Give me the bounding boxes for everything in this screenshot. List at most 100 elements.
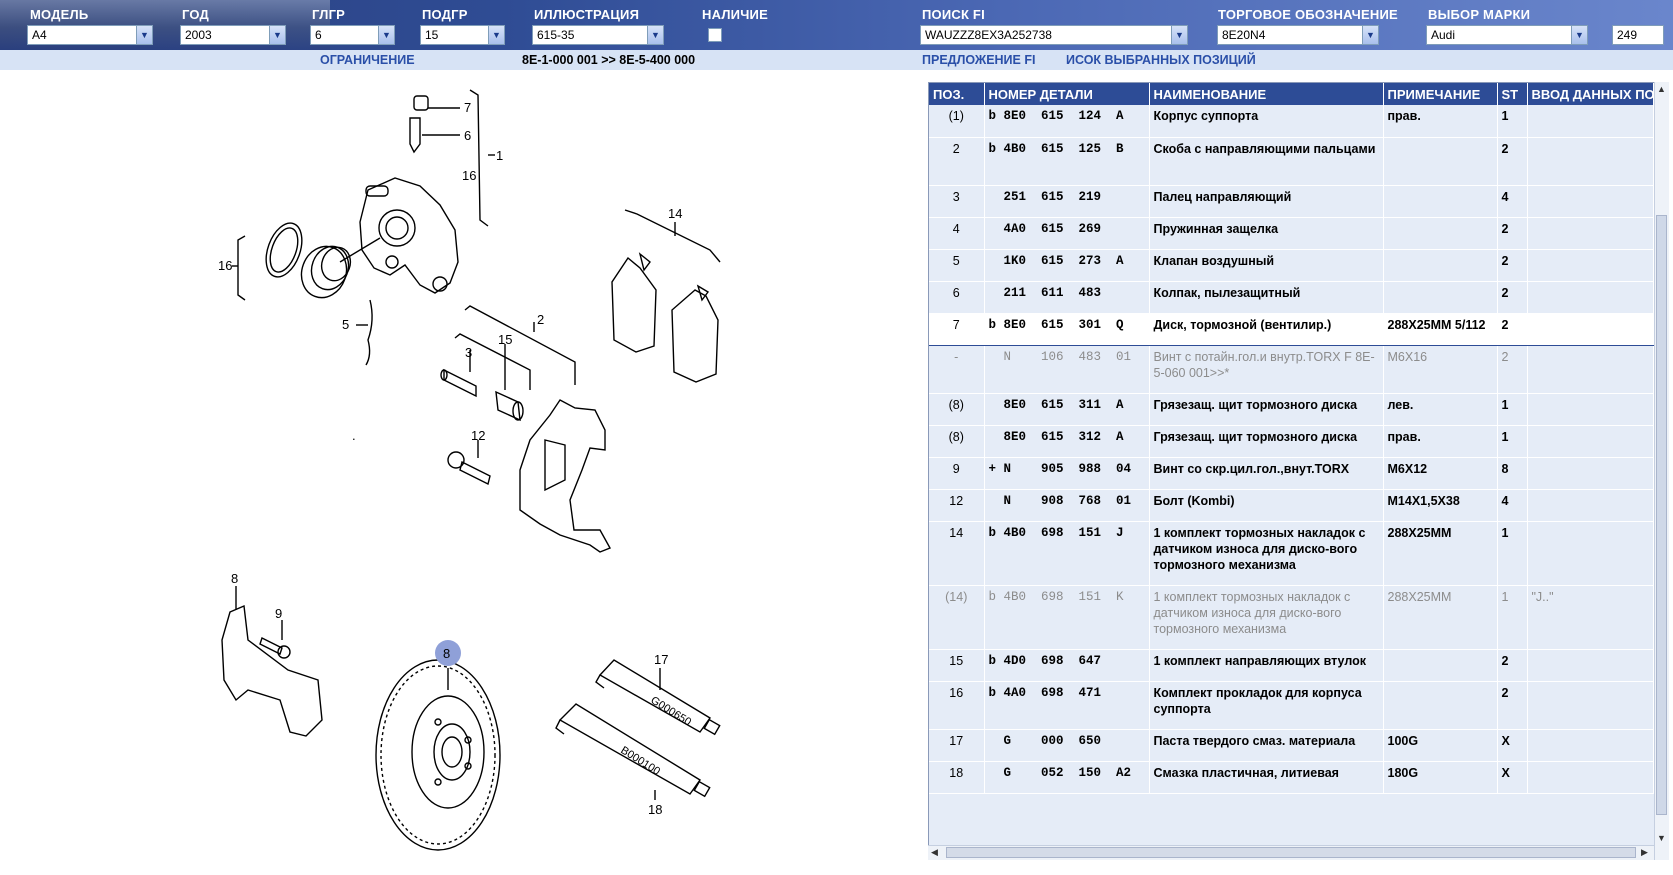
chevron-down-icon[interactable]: ▼ — [378, 26, 394, 44]
cell-input[interactable] — [1527, 137, 1654, 186]
splash-shield — [221, 586, 323, 737]
cell-input[interactable] — [1527, 521, 1654, 586]
callout-12: 12 — [471, 428, 485, 443]
grease-tubes — [555, 659, 721, 800]
col-name-header[interactable]: НАИМЕНОВАНИЕ — [1149, 83, 1384, 105]
cell-pos: (8) — [929, 393, 985, 426]
cell-st: 2 — [1497, 217, 1528, 250]
horizontal-scroll-thumb[interactable] — [946, 847, 1636, 858]
cell-input[interactable] — [1527, 489, 1654, 522]
illustration-select[interactable]: 615-35▼ — [532, 25, 664, 45]
cell-input[interactable] — [1527, 649, 1654, 682]
cell-input[interactable] — [1527, 393, 1654, 426]
col-part-header[interactable]: НОМЕР ДЕТАЛИ — [984, 83, 1150, 105]
chevron-down-icon[interactable]: ▼ — [647, 26, 663, 44]
chevron-down-icon[interactable]: ▼ — [1571, 26, 1587, 44]
cell-input[interactable] — [1527, 217, 1654, 250]
cell-input[interactable] — [1527, 249, 1654, 282]
vin-search-select[interactable]: WAUZZZ8EX3A252738▼ — [920, 25, 1188, 45]
cell-pos: 15 — [929, 649, 985, 682]
count-field[interactable]: 249 — [1612, 25, 1664, 45]
cell-input[interactable] — [1527, 681, 1654, 730]
cell-input[interactable] — [1527, 345, 1654, 394]
cell-part-number: b 4B0 698 151 K — [984, 585, 1150, 650]
cell-note: 180G — [1383, 761, 1498, 794]
chevron-down-icon[interactable]: ▼ — [269, 26, 285, 44]
scroll-left-icon[interactable]: ◀ — [931, 847, 938, 857]
col-input-header[interactable]: ВВОД ДАННЫХ ПО — [1527, 83, 1654, 105]
vertical-scroll-thumb[interactable] — [1656, 215, 1667, 815]
brand-select[interactable]: Audi▼ — [1426, 25, 1588, 45]
chevron-down-icon[interactable]: ▼ — [1171, 26, 1187, 44]
tube-code-17: G000650 — [648, 694, 693, 728]
restriction-link[interactable]: ОГРАНИЧЕНИЕ — [320, 53, 415, 67]
col-pos-header[interactable]: ПОЗ. — [929, 83, 985, 105]
header-bar: МОДЕЛЬ A4▼ ГОД 2003▼ ГЛГР 6▼ ПОДГР 15▼ И… — [0, 0, 1673, 50]
chevron-down-icon[interactable]: ▼ — [1362, 26, 1378, 44]
cell-name: 1 комплект тормозных накладок с датчиком… — [1149, 585, 1384, 650]
cell-note — [1383, 249, 1498, 282]
cell-input[interactable] — [1527, 457, 1654, 490]
cell-st: 2 — [1497, 681, 1528, 730]
cell-pos: 18 — [929, 761, 985, 794]
cell-part-number: N 106 483 01 — [984, 345, 1150, 394]
scroll-down-icon[interactable]: ▼ — [1657, 833, 1666, 843]
cell-input[interactable]: "J.." — [1527, 585, 1654, 650]
caliper-group — [232, 89, 495, 366]
cell-name: Болт (Kombi) — [1149, 489, 1384, 522]
offer-link[interactable]: ПРЕДЛОЖЕНИЕ FI — [922, 53, 1036, 67]
model-select[interactable]: A4▼ — [27, 25, 153, 45]
cell-input[interactable] — [1527, 729, 1654, 762]
selected-callout-marker[interactable] — [435, 640, 461, 666]
selected-positions-link[interactable]: ИСОК ВЫБРАННЫХ ПОЗИЦИЙ — [1066, 53, 1256, 67]
cell-name: Пружинная защелка — [1149, 217, 1384, 250]
sg-select[interactable]: 15▼ — [420, 25, 505, 45]
cell-input[interactable] — [1527, 425, 1654, 458]
cell-pos: (1) — [929, 105, 985, 138]
chevron-down-icon[interactable]: ▼ — [488, 26, 504, 44]
trade-select[interactable]: 8E20N4▼ — [1217, 25, 1379, 45]
cell-part-number: b 4D0 698 647 — [984, 649, 1150, 682]
scroll-up-icon[interactable]: ▲ — [1657, 84, 1666, 94]
cell-input[interactable] — [1527, 281, 1654, 314]
chevron-down-icon[interactable]: ▼ — [136, 26, 152, 44]
availability-checkbox[interactable] — [708, 28, 722, 42]
cell-input[interactable] — [1527, 312, 1654, 346]
cell-name: Палец направляющий — [1149, 185, 1384, 218]
col-note-header[interactable]: ПРИМЕЧАНИЕ — [1383, 83, 1498, 105]
col-st-header[interactable]: ST — [1497, 83, 1528, 105]
callout-16b: 16 — [218, 258, 232, 273]
scroll-right-icon[interactable]: ▶ — [1641, 847, 1648, 857]
cell-input[interactable] — [1527, 185, 1654, 218]
cell-note — [1383, 137, 1498, 186]
cell-input[interactable] — [1527, 761, 1654, 794]
callout-7: 8 — [443, 646, 450, 661]
year-select[interactable]: 2003▼ — [180, 25, 286, 45]
cell-input[interactable] — [1527, 105, 1654, 138]
cell-name: Смазка пластичная, литиевая — [1149, 761, 1384, 794]
cell-pos: 16 — [929, 681, 985, 730]
cell-name: Колпак, пылезащитный — [1149, 281, 1384, 314]
cell-part-number: 251 615 219 — [984, 185, 1150, 218]
mg-select[interactable]: 6▼ — [310, 25, 395, 45]
cell-part-number: 4A0 615 269 — [984, 217, 1150, 250]
cell-note: 288X25MM 5/112 — [1383, 312, 1498, 346]
